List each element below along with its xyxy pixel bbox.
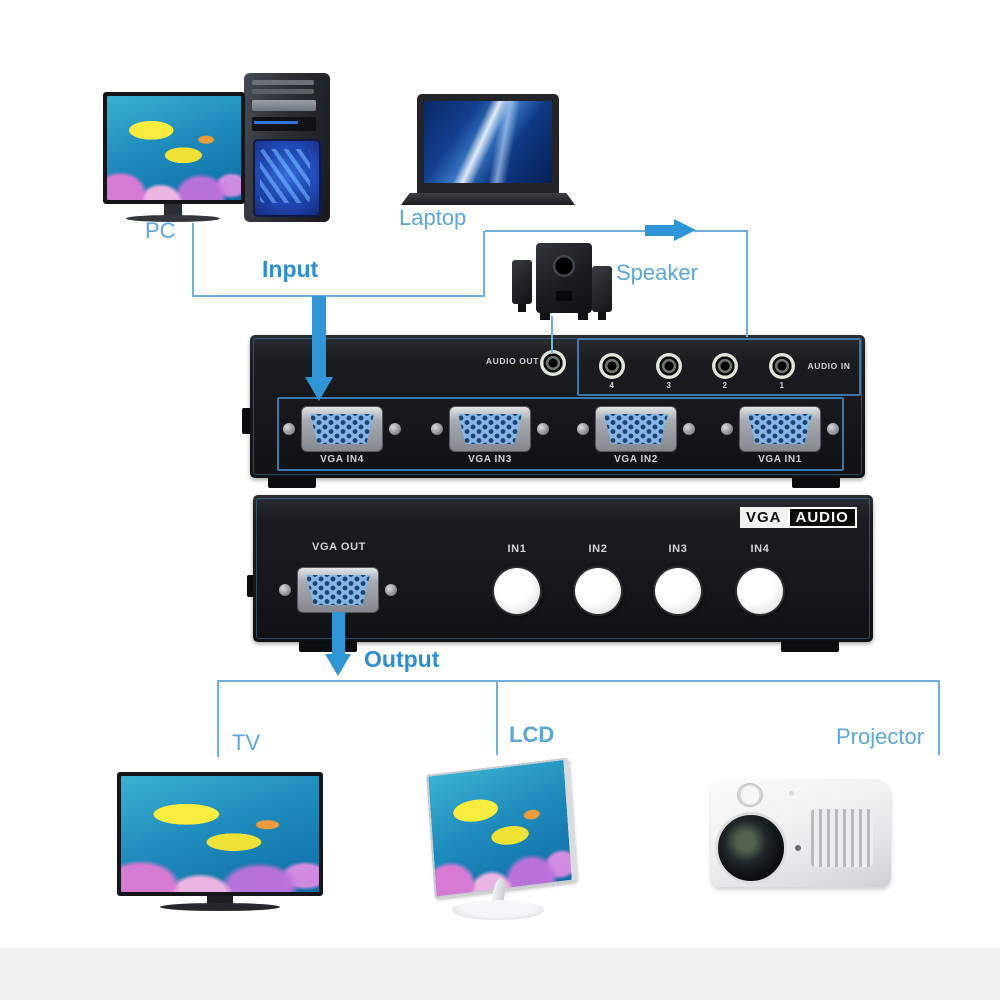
button-in4-label: IN4 bbox=[750, 543, 770, 555]
audio-out-jack bbox=[540, 350, 566, 376]
projector-top-button bbox=[737, 783, 763, 807]
speaker-to-audio-out-line bbox=[551, 316, 553, 354]
pc-monitor-base bbox=[126, 215, 220, 222]
projector-branch-line bbox=[938, 680, 940, 755]
audio-out-label: AUDIO OUT bbox=[485, 356, 539, 366]
in4-button[interactable] bbox=[737, 568, 783, 614]
button-in1-label: IN1 bbox=[507, 543, 527, 555]
audio-in-label: AUDIO IN bbox=[807, 361, 851, 371]
pc-label: PC bbox=[145, 218, 176, 243]
speaker-arrow-head bbox=[674, 219, 696, 241]
floor-shadow-band bbox=[0, 948, 1000, 1000]
audio-in-jack-1 bbox=[769, 353, 795, 379]
input-bus-line bbox=[192, 295, 485, 297]
output-label: Output bbox=[364, 646, 440, 672]
laptop-to-speaker-line bbox=[485, 230, 647, 232]
laptop-label: Laptop bbox=[399, 205, 467, 230]
brand-audio: AUDIO bbox=[787, 507, 857, 528]
pc-connector-line bbox=[192, 223, 194, 297]
panel-pinstripe bbox=[253, 338, 862, 475]
audio-in-jack-number: 3 bbox=[666, 381, 672, 390]
in2-button[interactable] bbox=[575, 568, 621, 614]
in3-button[interactable] bbox=[655, 568, 701, 614]
button-in2-label: IN2 bbox=[588, 543, 608, 555]
audio-in-jack-number: 1 bbox=[779, 381, 785, 390]
panel-foot bbox=[781, 641, 839, 652]
vga-in1-port bbox=[721, 406, 839, 452]
audio-in-connector-line-v bbox=[746, 230, 748, 337]
panel-foot bbox=[792, 477, 840, 488]
subwoofer bbox=[536, 243, 592, 313]
side-port-bump bbox=[242, 408, 250, 434]
pc-tower bbox=[244, 73, 330, 222]
pc-monitor bbox=[103, 92, 245, 204]
vga-out-port bbox=[279, 567, 397, 613]
in1-button[interactable] bbox=[494, 568, 540, 614]
audio-in-jack-number: 4 bbox=[609, 381, 615, 390]
vga-in2-label: VGA IN2 bbox=[614, 454, 658, 465]
vga-out-label: VGA OUT bbox=[312, 541, 366, 553]
output-bus-line bbox=[217, 680, 940, 682]
side-port-bump bbox=[247, 575, 253, 597]
vga-input-group-box: VGA IN4 VGA IN3 VGA IN2 VGA IN1 bbox=[277, 397, 844, 471]
tv-stand-base bbox=[160, 903, 280, 911]
vga-in3-port bbox=[431, 406, 549, 452]
audio-in-jack-3 bbox=[656, 353, 682, 379]
vga-in3-label: VGA IN3 bbox=[468, 454, 512, 465]
speaker-label: Speaker bbox=[616, 260, 698, 285]
panel-foot bbox=[299, 641, 357, 652]
output-arrow-shaft bbox=[332, 612, 345, 655]
tv-stand-neck bbox=[207, 896, 233, 904]
panel-pinstripe bbox=[256, 498, 870, 639]
input-arrow-shaft bbox=[312, 296, 326, 378]
pc-monitor-stand bbox=[164, 204, 182, 217]
vga-in4-label: VGA IN4 bbox=[320, 454, 364, 465]
projector-lens bbox=[715, 812, 787, 884]
tv-label: TV bbox=[232, 730, 261, 755]
vga-in1-label: VGA IN1 bbox=[758, 454, 802, 465]
audio-in-jack-2 bbox=[712, 353, 738, 379]
audio-in-jack-number: 2 bbox=[722, 381, 728, 390]
laptop-screen bbox=[424, 101, 552, 183]
switch-top-panel: AUDIO OUT 4 3 2 1 AUDIO IN bbox=[242, 335, 865, 488]
audio-in-connector-line-h bbox=[694, 230, 748, 232]
lcd-stand-base bbox=[452, 900, 544, 920]
vga-in2-port bbox=[577, 406, 695, 452]
audio-in-group-box: 4 3 2 1 AUDIO IN bbox=[577, 338, 861, 396]
speaker-arrow-shaft bbox=[645, 225, 675, 236]
brand-logo: VGA AUDIO bbox=[740, 507, 857, 528]
projector-vents bbox=[811, 809, 873, 867]
panel-foot bbox=[268, 477, 316, 488]
tv-branch-line bbox=[217, 680, 219, 757]
brand-vga: VGA bbox=[740, 507, 788, 528]
output-arrow-head bbox=[325, 654, 351, 676]
projector-label: Projector bbox=[836, 724, 925, 749]
laptop-connector-line bbox=[483, 231, 485, 297]
lcd-branch-line bbox=[496, 680, 498, 755]
button-in3-label: IN3 bbox=[668, 543, 688, 555]
vga-in4-port bbox=[283, 406, 401, 452]
switch-front-panel: VGA AUDIO VGA OUT IN1 IN2 IN3 IN4 bbox=[247, 495, 873, 652]
pc-monitor-screen bbox=[107, 96, 241, 200]
audio-in-jack-4 bbox=[599, 353, 625, 379]
input-arrow-head bbox=[305, 377, 333, 401]
laptop-base bbox=[401, 193, 575, 205]
tv-screen bbox=[121, 776, 319, 892]
lcd-label: LCD bbox=[509, 722, 555, 747]
input-label: Input bbox=[262, 256, 319, 282]
